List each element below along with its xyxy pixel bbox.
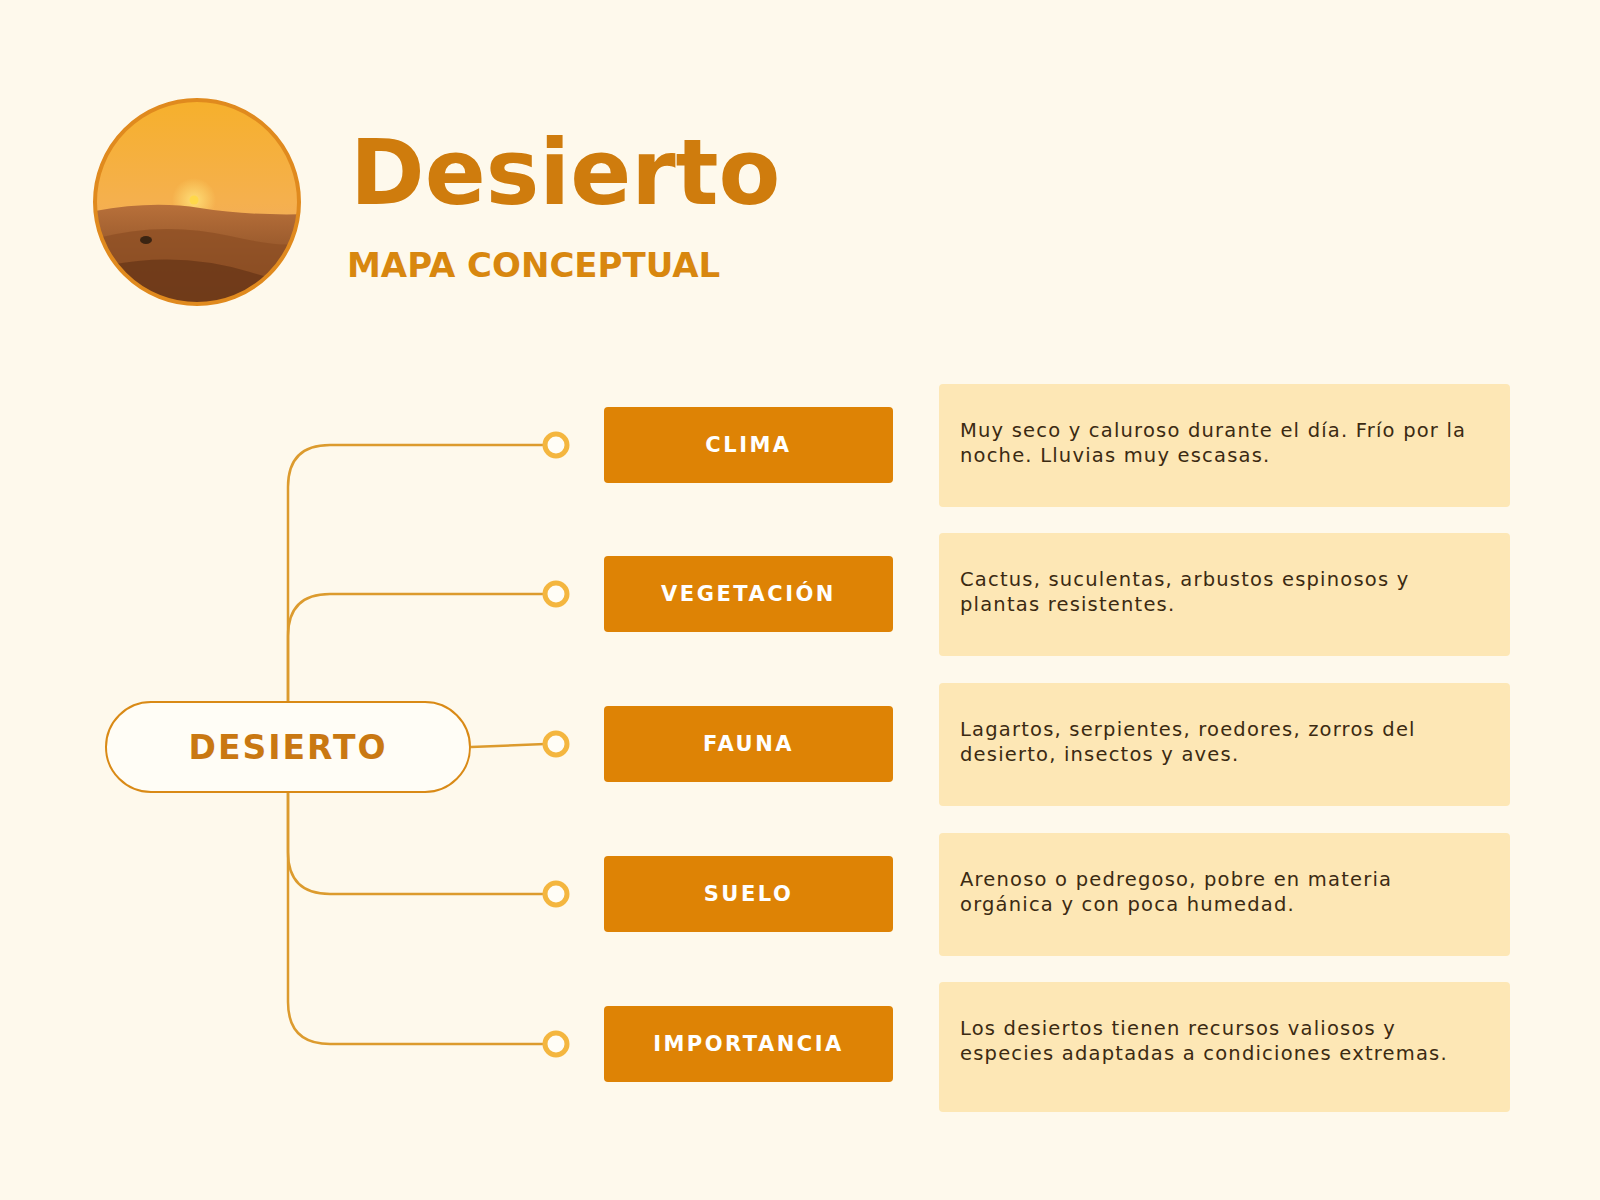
- category-box: IMPORTANCIA: [604, 1006, 893, 1082]
- description-box: Cactus, suculentas, arbustos espinosos y…: [939, 533, 1510, 656]
- photo-content: [90, 95, 314, 310]
- connector-ring: [545, 1033, 567, 1055]
- connector: [288, 583, 567, 701]
- connector-line: [288, 445, 545, 701]
- node-label: FAUNA: [703, 732, 794, 756]
- connector-ring: [545, 434, 567, 456]
- description-box: Arenoso o pedregoso, pobre en materia or…: [939, 833, 1510, 956]
- connector: [471, 733, 567, 755]
- subtitle: MAPA CONCEPTUAL: [347, 245, 720, 285]
- sun: [190, 196, 199, 205]
- connector: [288, 793, 567, 1055]
- category-box: SUELO: [604, 856, 893, 932]
- shrub: [140, 236, 152, 244]
- connector-ring: [545, 883, 567, 905]
- category-box: FAUNA: [604, 706, 893, 782]
- description-box: Lagartos, serpientes, roedores, zorros d…: [939, 683, 1510, 806]
- connector-line: [288, 793, 545, 1044]
- page-title: Desierto: [350, 128, 780, 218]
- node-label: VEGETACIÓN: [661, 582, 836, 606]
- description-text: Muy seco y caluroso durante el día. Frío…: [960, 418, 1488, 468]
- connector: [288, 434, 567, 701]
- node-label: CLIMA: [705, 433, 791, 457]
- node-label: SUELO: [704, 882, 794, 906]
- description-text: Lagartos, serpientes, roedores, zorros d…: [960, 717, 1488, 767]
- node-label: IMPORTANCIA: [653, 1032, 844, 1056]
- description-text: Cactus, suculentas, arbustos espinosos y…: [960, 567, 1488, 617]
- category-box: CLIMA: [604, 407, 893, 483]
- connector: [288, 793, 567, 905]
- description-box: Muy seco y caluroso durante el día. Frío…: [939, 384, 1510, 507]
- node-label: DESIERTO: [188, 728, 387, 767]
- connector-line: [288, 793, 545, 894]
- description-text: Arenoso o pedregoso, pobre en materia or…: [960, 867, 1488, 917]
- description-text: Los desiertos tienen recursos valiosos y…: [960, 1016, 1488, 1066]
- description-box: Los desiertos tienen recursos valiosos y…: [939, 982, 1510, 1112]
- connector-line: [471, 744, 545, 747]
- root-pill: DESIERTO: [105, 701, 471, 793]
- connector-line: [288, 594, 545, 701]
- category-box: VEGETACIÓN: [604, 556, 893, 632]
- connector-ring: [545, 583, 567, 605]
- desert-photo: [0, 0, 400, 320]
- connector-ring: [545, 733, 567, 755]
- photo-border: [95, 100, 299, 304]
